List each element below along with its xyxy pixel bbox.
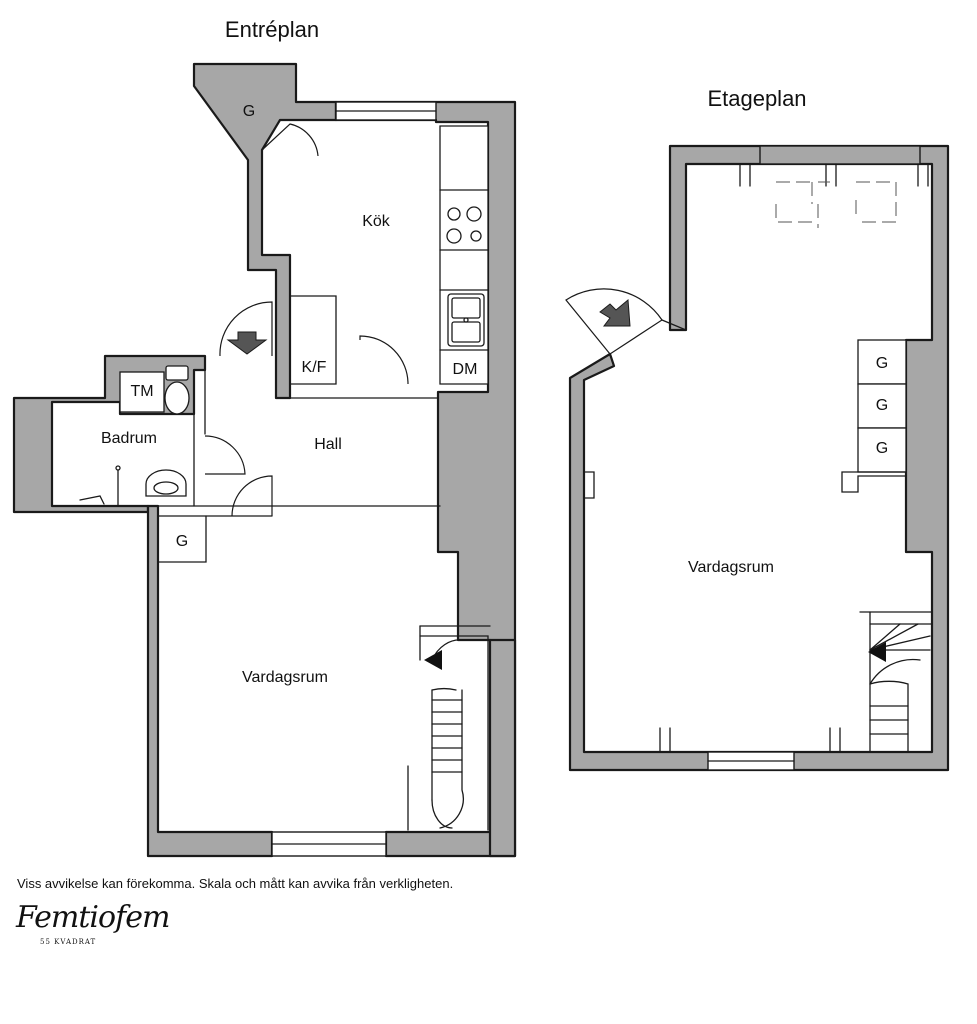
entry-plan-title: Entréplan: [225, 17, 319, 42]
entrance-arrow-icon: [226, 331, 268, 355]
label-hall-closet: G: [176, 533, 188, 550]
stairs-lower: [407, 625, 491, 831]
label-upper-closet-1: G: [876, 355, 888, 372]
brand-logo: Femtiofem: [16, 900, 170, 935]
stairs-upper: [859, 611, 933, 753]
washing-machine-box: [119, 371, 165, 413]
upper-plan-title: Etageplan: [707, 86, 806, 111]
door-front: [219, 301, 273, 357]
window-upper-top: [759, 145, 921, 165]
label-hall: Hall: [314, 436, 342, 453]
wall-right-lower: [488, 638, 517, 858]
sink-icon: [447, 293, 485, 347]
label-bathroom: Badrum: [101, 430, 157, 447]
stairs-upper-arrow-icon: [868, 642, 886, 662]
label-living-upper: Vardagsrum: [688, 559, 774, 576]
label-fridge-freezer: K/F: [302, 359, 327, 376]
door-entry-closet: [261, 123, 319, 157]
upper-closets: [841, 339, 907, 493]
disclaimer-text: Viss avvikelse kan förekomma. Skala och …: [17, 876, 454, 891]
entry-floor: Entréplan G Kök K/F DM TM Badrum Hall G …: [12, 17, 517, 858]
label-washing-machine: TM: [130, 383, 153, 400]
shower-icon: [79, 465, 121, 507]
label-living-lower: Vardagsrum: [242, 669, 328, 686]
upper-floor: Etageplan G G G Vardagsrum: [565, 86, 950, 772]
door-hall-living: [231, 475, 273, 517]
balcony-arrow-icon: [599, 298, 631, 327]
toilet-icon: [164, 365, 190, 415]
skylights: [775, 181, 897, 228]
door-kitchen: [359, 335, 409, 385]
label-upper-closet-3: G: [876, 440, 888, 457]
door-balcony: [565, 288, 663, 355]
wall-upper-outer: [568, 144, 950, 772]
label-dishwasher: DM: [453, 361, 478, 378]
wall-entry-closet: [192, 62, 338, 400]
brand-logo-subtitle: 55 KVADRAT: [40, 938, 97, 946]
label-kitchen: Kök: [362, 213, 391, 230]
label-entry-closet: G: [243, 103, 255, 120]
stairs-arrow-icon: [424, 650, 442, 670]
stove-icon: [446, 206, 482, 244]
door-bathroom: [204, 435, 246, 475]
washbasin-icon: [145, 469, 187, 497]
label-upper-closet-2: G: [876, 397, 888, 414]
